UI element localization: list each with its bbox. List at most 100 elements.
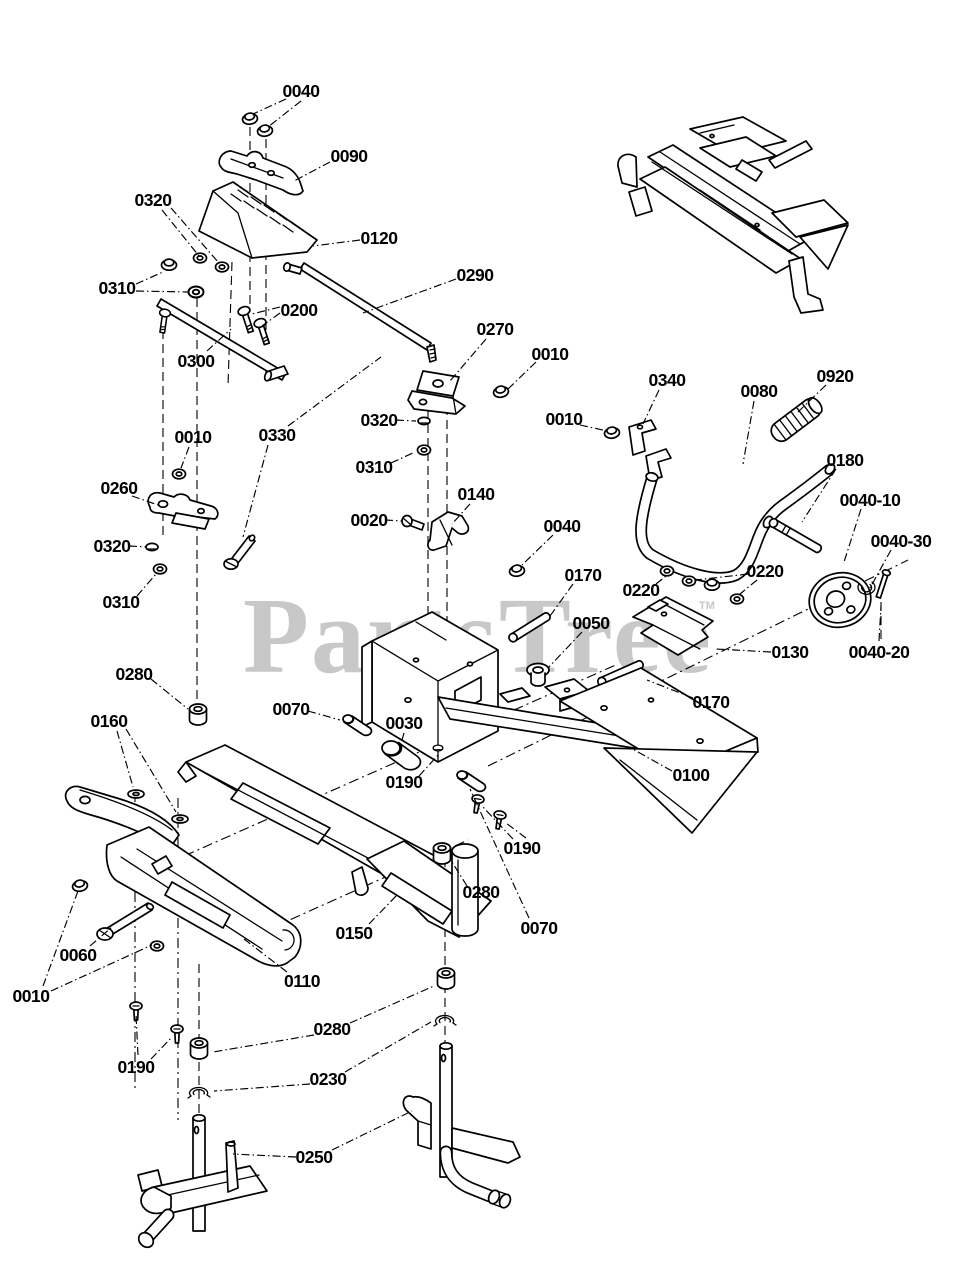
part-box-bracket-left bbox=[361, 611, 499, 763]
part-nuts-0040 bbox=[240, 111, 275, 139]
svg-text:0120: 0120 bbox=[361, 228, 399, 248]
part-label-0180-17: 0180 bbox=[801, 450, 865, 523]
part-label-0270-8: 0270 bbox=[449, 319, 515, 382]
svg-text:0330: 0330 bbox=[259, 425, 297, 445]
part-bracket-0100 bbox=[559, 667, 759, 834]
svg-text:0180: 0180 bbox=[827, 450, 865, 470]
part-pedal-0080 bbox=[635, 463, 836, 584]
part-label-0190-40: 0190 bbox=[482, 806, 542, 858]
svg-text:0090: 0090 bbox=[331, 146, 369, 166]
part-spacer-0030 bbox=[381, 740, 422, 771]
svg-text:0010: 0010 bbox=[175, 427, 213, 447]
part-bracket-0340 bbox=[628, 419, 672, 481]
svg-text:0030: 0030 bbox=[386, 713, 424, 733]
part-label-0010-46: 0010 bbox=[13, 890, 153, 1006]
part-label-0200-5: 0200 bbox=[251, 300, 319, 327]
part-label-0220-29: 0220 bbox=[695, 561, 785, 595]
part-label-0080-15: 0080 bbox=[741, 381, 779, 465]
svg-text:0020: 0020 bbox=[351, 510, 389, 530]
svg-text:0170: 0170 bbox=[693, 692, 731, 712]
part-label-0040-26: 0040 bbox=[521, 516, 582, 566]
part-label-0040-20-32: 0040-20 bbox=[849, 605, 911, 662]
svg-text:0220: 0220 bbox=[747, 561, 785, 581]
svg-text:0220: 0220 bbox=[623, 580, 661, 600]
part-bushing-0050 bbox=[526, 662, 550, 687]
part-label-0070-38: 0070 bbox=[273, 699, 341, 721]
svg-text:0040: 0040 bbox=[283, 81, 321, 101]
part-label-0310-4: 0310 bbox=[99, 271, 189, 298]
svg-text:0040-20: 0040-20 bbox=[849, 642, 910, 662]
part-label-0190-39: 0190 bbox=[386, 752, 441, 792]
part-bolts-0200 bbox=[236, 304, 274, 347]
part-support-bracket-0090 bbox=[218, 150, 304, 196]
svg-text:0300: 0300 bbox=[178, 351, 216, 371]
svg-text:0190: 0190 bbox=[118, 1057, 156, 1077]
svg-text:0320: 0320 bbox=[361, 410, 399, 430]
part-nut-0320-below-arm bbox=[417, 416, 431, 426]
svg-text:0010: 0010 bbox=[532, 344, 570, 364]
svg-text:0260: 0260 bbox=[101, 478, 139, 498]
part-label-0090-1: 0090 bbox=[293, 146, 369, 182]
part-panel-0120 bbox=[198, 181, 318, 259]
part-label-0030-35: 0030 bbox=[386, 713, 424, 748]
assembled-view-thumbnail bbox=[617, 116, 849, 314]
part-pin-0070-lower bbox=[456, 770, 487, 793]
part-label-0120-3: 0120 bbox=[312, 228, 399, 248]
part-label-0130-31: 0130 bbox=[715, 642, 810, 662]
svg-text:0190: 0190 bbox=[504, 838, 542, 858]
part-label-0280-48: 0280 bbox=[212, 985, 435, 1053]
part-pin-0170-upper bbox=[508, 612, 551, 643]
part-label-0020-25: 0020 bbox=[351, 510, 403, 530]
part-nut-0040-center bbox=[507, 563, 527, 579]
part-label-0160-37: 0160 bbox=[91, 711, 177, 813]
part-bolt-0020 bbox=[401, 514, 425, 531]
part-label-0320-11: 0320 bbox=[361, 410, 417, 430]
part-rod-0290 bbox=[282, 262, 437, 363]
svg-text:0100: 0100 bbox=[673, 765, 711, 785]
part-label-0220-28: 0220 bbox=[623, 575, 667, 600]
svg-text:0150: 0150 bbox=[336, 923, 374, 943]
part-screws-0190-bumper bbox=[129, 1001, 184, 1044]
part-label-0920-16: 0920 bbox=[797, 366, 855, 413]
bottom-right-column bbox=[402, 967, 521, 1209]
part-label-0070-42: 0070 bbox=[469, 788, 559, 938]
part-label-0170-27: 0170 bbox=[549, 565, 603, 617]
part-bolt-0330 bbox=[223, 534, 256, 571]
part-nut-0010-pedal bbox=[602, 425, 622, 441]
part-label-0050-30: 0050 bbox=[547, 613, 611, 669]
part-drawings bbox=[64, 111, 892, 1249]
part-label-0340-14: 0340 bbox=[642, 370, 687, 425]
svg-text:0170: 0170 bbox=[565, 565, 603, 585]
part-disc-0040-10 bbox=[808, 571, 872, 629]
svg-text:0920: 0920 bbox=[817, 366, 855, 386]
svg-text:0070: 0070 bbox=[521, 918, 559, 938]
part-label-0040-0: 0040 bbox=[252, 81, 321, 128]
svg-text:0190: 0190 bbox=[386, 772, 424, 792]
svg-text:0140: 0140 bbox=[458, 484, 496, 504]
svg-text:0230: 0230 bbox=[310, 1069, 348, 1089]
svg-text:0050: 0050 bbox=[573, 613, 611, 633]
svg-text:0310: 0310 bbox=[103, 592, 141, 612]
part-label-0190-47: 0190 bbox=[118, 1013, 173, 1077]
part-clamp-0140 bbox=[427, 511, 470, 551]
part-bolt-0060 bbox=[96, 902, 155, 941]
part-nut-0010-right-of-arm bbox=[491, 384, 511, 400]
svg-text:0340: 0340 bbox=[649, 370, 687, 390]
part-label-0230-49: 0230 bbox=[213, 1021, 432, 1092]
part-bracket-0130 bbox=[632, 596, 714, 656]
svg-text:0280: 0280 bbox=[314, 1019, 352, 1039]
part-number-labels: 0040009003200120031002000290030002700010… bbox=[13, 81, 933, 1167]
part-label-0320-22: 0320 bbox=[94, 536, 148, 556]
svg-text:0250: 0250 bbox=[296, 1147, 334, 1167]
part-bushing-0280-frame bbox=[188, 703, 208, 726]
svg-text:0200: 0200 bbox=[281, 300, 319, 320]
part-label-0100-34: 0100 bbox=[628, 746, 711, 785]
part-label-0320-2: 0320 bbox=[135, 190, 220, 264]
part-pin-0070-upper bbox=[342, 714, 373, 737]
bottom-left-column bbox=[137, 1037, 268, 1249]
part-bumper-0110 bbox=[105, 826, 302, 967]
svg-text:0110: 0110 bbox=[284, 971, 321, 991]
part-label-0280-36: 0280 bbox=[116, 664, 189, 710]
